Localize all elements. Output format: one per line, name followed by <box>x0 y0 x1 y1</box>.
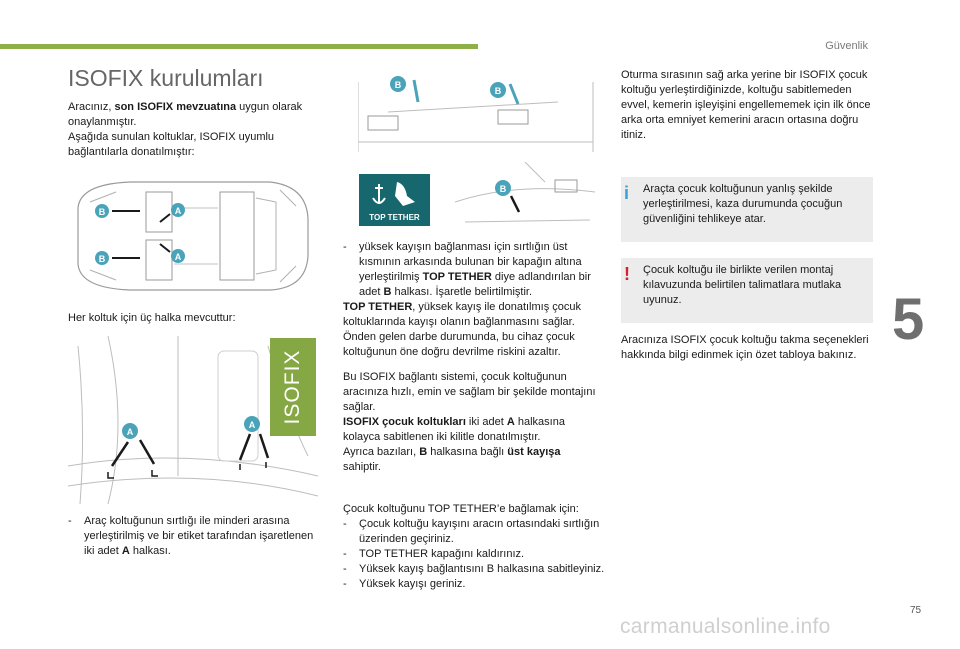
svg-text:A: A <box>127 427 134 437</box>
rings-heading: Her koltuk için üç halka mevcuttur: <box>68 312 236 324</box>
warning-note-box: ! Çocuk koltuğu ile birlikte verilen mon… <box>621 258 873 323</box>
section-label: Güvenlik <box>825 40 868 52</box>
column-2-text: yüksek kayışın bağlanması için sırtlığın… <box>343 240 601 360</box>
chapter-tab: 5 <box>880 287 960 352</box>
intro-text: Aracınız, son ISOFIX mevzuatına uygun ol… <box>68 101 303 158</box>
svg-text:A: A <box>175 206 182 216</box>
warning-note-text: Çocuk koltuğu ile birlikte verilen monta… <box>643 264 842 306</box>
top-tether-b-rings-illustration: B B <box>358 76 594 152</box>
page-title: ISOFIX kurulumları <box>68 65 264 91</box>
svg-text:B: B <box>99 207 106 217</box>
watermark-text: carmanualsonline.info <box>620 615 831 638</box>
marker-a-lower <box>171 249 185 263</box>
marker-b-top-left <box>390 76 406 92</box>
marker-b-hook <box>495 180 511 196</box>
marker-a-left <box>122 423 138 439</box>
belt-instruction: Oturma sırasının sağ arka yerine bir ISO… <box>621 69 871 141</box>
isofix-description: Bu ISOFIX bağlantı sistemi, çocuk koltuğ… <box>343 371 596 473</box>
summary-table-reference: Aracınıza ISOFIX çocuk koltuğu takma seç… <box>621 334 869 361</box>
isofix-a-rings-illustration: A A <box>68 336 318 505</box>
tether-hook-illustration: B <box>455 162 596 223</box>
tether-steps: Çocuk koltuğunu TOP TETHER’e bağlamak iç… <box>343 502 605 592</box>
isofix-tag: ISOFIX <box>270 338 316 436</box>
info-note-text: Araçta çocuk koltuğunun yanlış şekilde y… <box>643 183 843 225</box>
car-top-view-illustration: B A B A <box>77 181 309 291</box>
bullet-a-rings: Araç koltuğunun sırtlığı ile minderi ara… <box>68 514 318 559</box>
anchor-seat-icon <box>372 182 415 206</box>
svg-text:B: B <box>500 184 507 194</box>
step-item: TOP TETHER kapağını kaldırınız. <box>343 547 605 562</box>
warning-icon: ! <box>624 264 630 284</box>
top-tether-symbol: TOP TETHER <box>359 174 430 226</box>
marker-b-lower <box>95 251 109 265</box>
steps-heading: Çocuk koltuğunu TOP TETHER’e bağlamak iç… <box>343 503 579 515</box>
marker-a-upper <box>171 203 185 217</box>
svg-text:A: A <box>249 420 256 430</box>
info-icon: i <box>624 183 630 203</box>
svg-text:B: B <box>99 254 106 264</box>
marker-b-upper <box>95 204 109 218</box>
chapter-number: 5 <box>892 287 925 352</box>
step-item: Yüksek kayışı geriniz. <box>343 577 605 592</box>
svg-text:A: A <box>175 252 182 262</box>
header-accent-bar <box>0 44 478 49</box>
marker-a-right <box>244 416 260 432</box>
info-note-box: i Araçta çocuk koltuğunun yanlış şekilde… <box>621 177 873 242</box>
svg-text:B: B <box>395 80 402 90</box>
page-number: 75 <box>910 605 922 616</box>
step-item: Yüksek kayış bağlantısını B halkasına sa… <box>343 562 605 577</box>
marker-b-top-right <box>490 82 506 98</box>
svg-text:B: B <box>495 86 502 96</box>
step-item: Çocuk koltuğu kayışını aracın ortasındak… <box>343 517 605 547</box>
